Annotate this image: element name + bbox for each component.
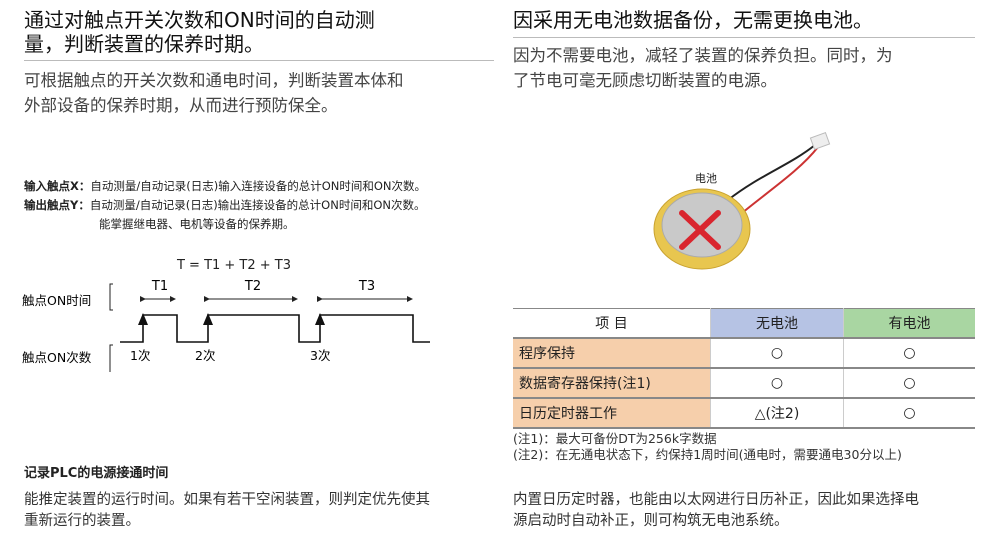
right-subtitle: 因为不需要电池，减轻了装置的保养负担。同时，为 了节电可毫无顾虑切断装置的电源。 [513,46,893,90]
on-time-label: 触点ON时间 [22,293,91,308]
formula: T = T1 + T2 + T3 [176,258,291,273]
battery-comparison-table: 项 目 无电池 有电池 程序保持 ○ ○ 数据寄存器保持(注1) ○ ○ 日历定… [513,308,975,429]
right-title: 因采用无电池数据备份，无需更换电池。 [513,8,873,32]
table-notes: (注1)：最大可备份DT为256k字数据 (注2)：在无通电状态下，约保持1周时… [513,431,902,462]
battery-label: 电池 [695,172,717,185]
rising-edge-markers [138,313,325,325]
count-2: 2次 [195,348,215,363]
left-subtitle: 可根据触点的开关次数和通电时间，判断装置本体和 外部设备的保养时期，从而进行预防… [24,71,404,115]
count-1: 1次 [130,348,150,363]
count-3: 3次 [310,348,330,363]
table-row: 日历定时器工作 △(注2) ○ [513,398,975,429]
divider [513,37,975,38]
header-no-battery: 无电池 [710,308,844,339]
calendar-text: 内置日历定时器，也能由以太网进行日历补正，因此如果选择电 源启动时自动补正，则可… [513,492,919,529]
section-text: 能推定装置的运行时间。如果有若干空闲装置，则判定优先使其 重新运行的装置。 [24,492,430,529]
cross-icon [679,210,721,250]
section-title: 记录PLC的电源接通时间 [24,466,169,481]
left-title: 通过对触点开关次数和ON时间的自动测 量，判断装置的保养时期。 [24,8,375,56]
header-with-battery: 有电池 [843,308,975,339]
t2-label: T2 [244,279,261,294]
table-row: 程序保持 ○ ○ [513,338,975,369]
timing-diagram: T = T1 + T2 + T3 T1 T2 T3 触点ON时间 触点ON次数 … [22,258,430,372]
on-count-label: 触点ON次数 [22,350,92,365]
table-header: 项 目 无电池 有电池 [513,308,975,339]
bracket [109,344,113,372]
divider [24,60,494,61]
table-row: 数据寄存器保持(注1) ○ ○ [513,368,975,399]
header-item: 项 目 [513,308,711,339]
bracket [109,283,113,311]
t3-label: T3 [358,279,375,294]
battery-image: 电池 [653,131,831,270]
contact-description: 输入触点X：自动测量/自动记录(日志)输入连接设备的总计ON时间和ON次数。 输… [24,179,427,231]
signal-waveform [120,314,430,343]
t1-label: T1 [151,279,168,294]
